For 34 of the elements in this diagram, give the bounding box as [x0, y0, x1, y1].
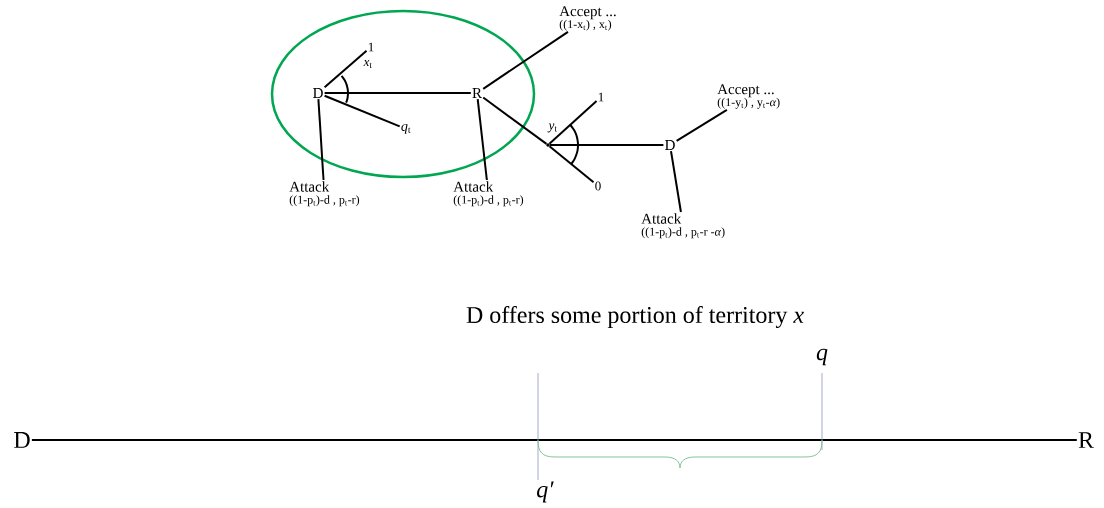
tree-branch	[323, 92, 472, 94]
tree-branch	[482, 30, 569, 90]
payoff-text: Attack ((1-p$_{t}$)-d , p$_{t}$-r)	[453, 181, 524, 207]
player-label: D	[14, 432, 30, 448]
player-label: R	[1078, 432, 1094, 448]
caption-text: D offers some portion of territory x	[466, 305, 804, 329]
tree-branch	[476, 98, 488, 181]
player-label: D	[313, 88, 323, 98]
tree-branch	[548, 145, 595, 184]
point-label: q	[816, 348, 828, 366]
tree-branch	[482, 96, 548, 145]
tree-branch	[323, 49, 368, 89]
outcome-label: 1	[368, 42, 374, 52]
outcome-label: 1	[598, 92, 604, 102]
tree-branch	[670, 150, 682, 213]
point-label: q′	[537, 481, 554, 503]
tree-branch	[317, 98, 325, 181]
payoff-text: Attack ((1-p$_{t}$)-d , p$_{t}$-r -α)	[641, 213, 725, 239]
angle-label: x$_{t}$	[363, 60, 372, 68]
payoff-text: Accept ... ((1-y$_{t}$) , y$_{t}$-α)	[717, 84, 780, 109]
payoff-text: Accept ... ((1-x$_{t}$) , x$_{t}$)	[559, 6, 616, 31]
angle-label: y$_{t}$	[547, 123, 557, 133]
payoff-text: Attack ((1-p$_{t}$)-d , p$_{t}$-r)	[289, 181, 360, 207]
tree-branch	[675, 108, 728, 142]
branch-point	[546, 143, 550, 147]
player-label: R	[472, 88, 482, 98]
tree-branch	[548, 100, 598, 145]
player-label: D	[665, 140, 675, 150]
outcome-label: 0	[595, 181, 601, 191]
enclosing-ellipse	[270, 9, 536, 179]
strategy-label: q$_{t}$	[401, 124, 411, 134]
tree-branch	[323, 94, 401, 128]
tree-branch	[30, 439, 1078, 441]
tree-branch	[548, 144, 665, 146]
